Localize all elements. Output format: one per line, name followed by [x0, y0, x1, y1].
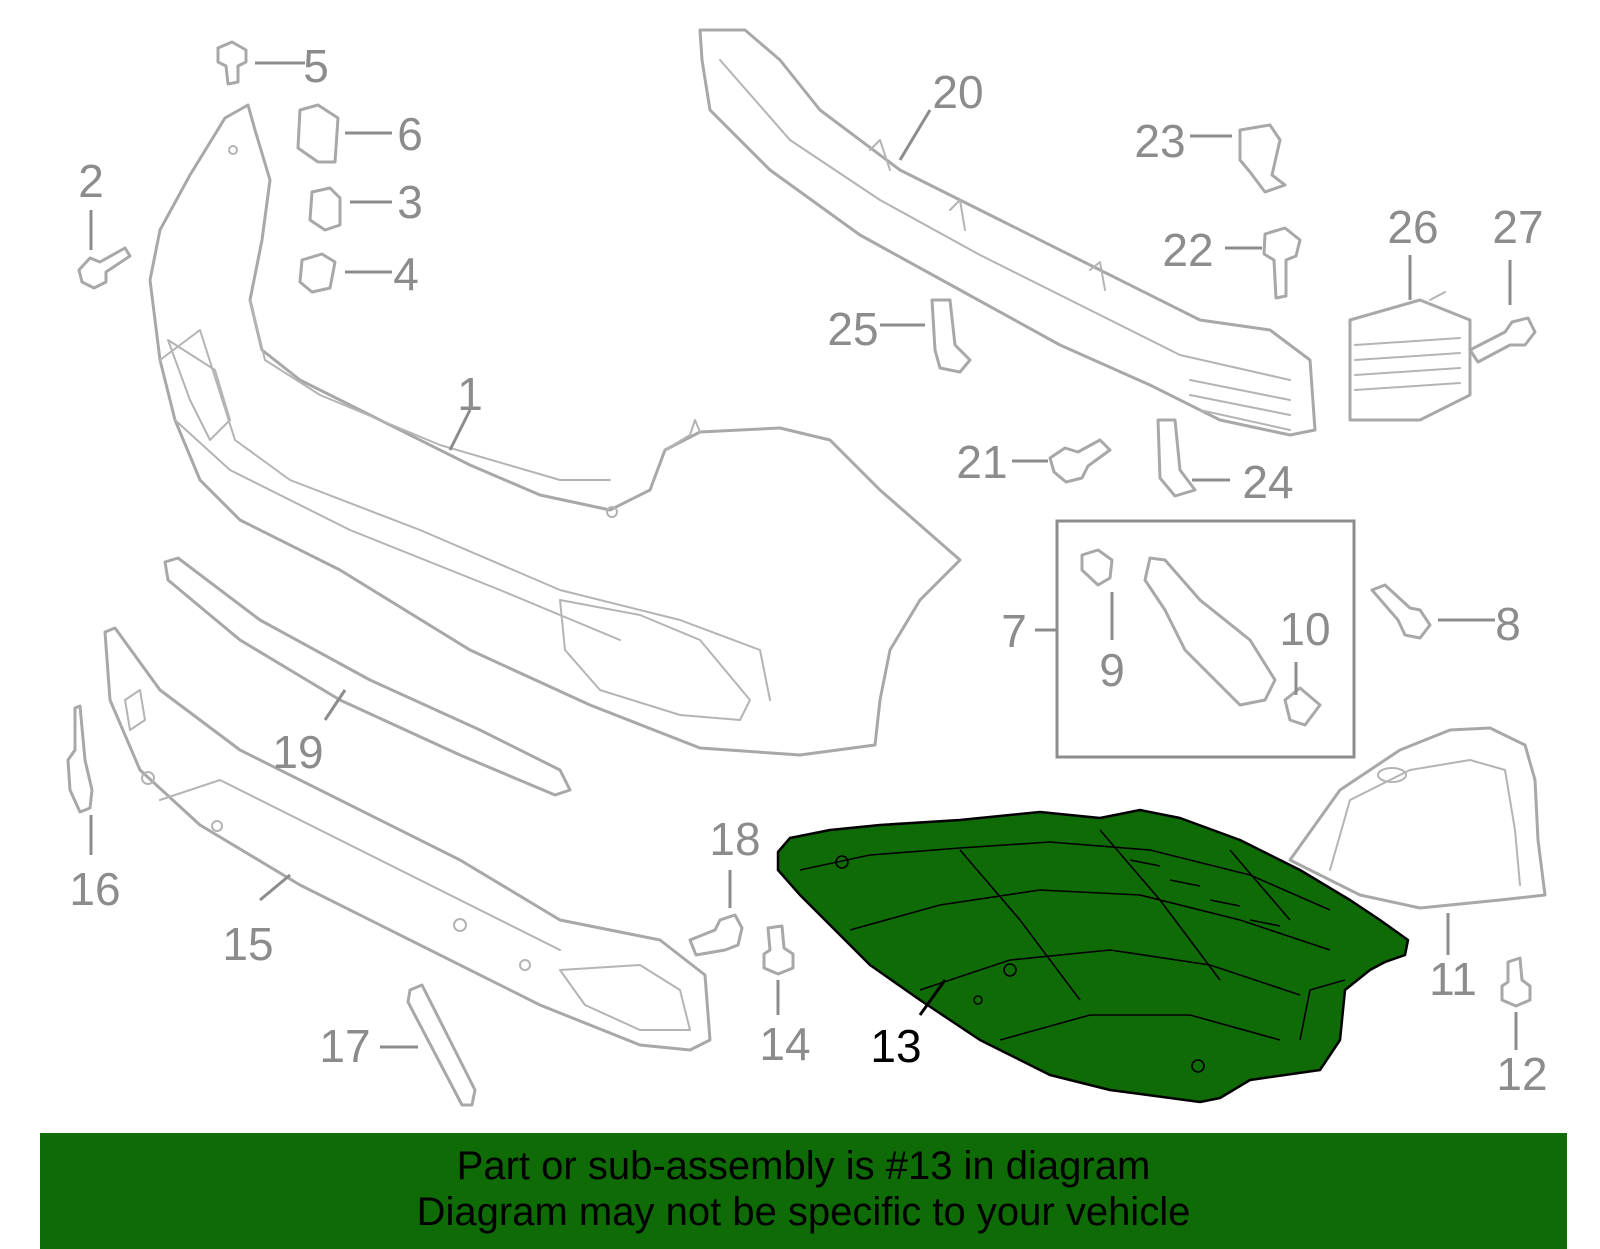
part-1-bumper-cover: [148, 103, 962, 757]
callout-13: 13: [870, 1020, 921, 1072]
leader-lines: [89, 61, 1518, 1050]
callout-17: 17: [319, 1020, 370, 1072]
callout-12: 12: [1496, 1048, 1547, 1100]
part-14-bolt: [762, 924, 795, 976]
callout-24: 24: [1242, 456, 1293, 508]
info-banner: Part or sub-assembly is #13 in diagram D…: [40, 1133, 1567, 1249]
callout-8: 8: [1495, 598, 1521, 650]
part-18-screw: [688, 913, 744, 957]
part-23-bracket: [1238, 123, 1287, 194]
part-16-reflector: [66, 704, 94, 814]
part-8-bolt: [1370, 583, 1432, 640]
part-15-lower-valance: [103, 626, 712, 1052]
part-4-nut: [298, 252, 337, 294]
callout-26: 26: [1387, 201, 1438, 253]
callout-3: 3: [397, 176, 423, 228]
callout-14: 14: [759, 1018, 810, 1070]
callout-22: 22: [1162, 224, 1213, 276]
part-11-splash-shield: [1288, 726, 1547, 910]
part-20-reinforcement-beam: [698, 28, 1317, 437]
callout-27: 27: [1492, 201, 1543, 253]
callout-19: 19: [272, 726, 323, 778]
callout-7: 7: [1001, 605, 1027, 657]
callout-20: 20: [932, 66, 983, 118]
callout-18: 18: [709, 813, 760, 865]
callout-4: 4: [393, 248, 419, 300]
part-2-bolt: [77, 246, 132, 290]
callout-23: 23: [1134, 115, 1185, 167]
part-19-molding: [163, 556, 572, 797]
callout-1: 1: [457, 368, 483, 420]
part-17-reflector: [406, 983, 477, 1107]
part-25-bracket: [930, 298, 972, 374]
banner-line-1: Part or sub-assembly is #13 in diagram: [456, 1144, 1151, 1188]
part-21-bolt: [1048, 438, 1112, 484]
callout-9: 9: [1099, 644, 1125, 696]
part-12-bolt: [1500, 956, 1532, 1008]
callout-15: 15: [222, 918, 273, 970]
callout-labels: 1 2 3 4 5 6 7 8 9 10 11 12 13 14 15 16 1…: [69, 40, 1547, 1100]
callout-10: 10: [1279, 603, 1330, 655]
part-7-group-box: [1055, 519, 1356, 759]
part-5-bolt: [216, 40, 248, 86]
callout-21: 21: [956, 436, 1007, 488]
callout-2: 2: [78, 155, 104, 207]
part-13-undercover: [776, 808, 1410, 1104]
callout-6: 6: [397, 108, 423, 160]
part-22-bolt: [1262, 226, 1302, 300]
part-3-nut: [308, 186, 342, 232]
callout-25: 25: [827, 303, 878, 355]
part-27-bolt: [1468, 316, 1537, 364]
callout-11: 11: [1429, 953, 1477, 1005]
part-6-clip: [296, 103, 340, 164]
part-26-absorber: [1348, 291, 1472, 422]
part-24-bracket: [1156, 418, 1197, 498]
callout-5: 5: [303, 40, 329, 92]
callout-16: 16: [69, 863, 120, 915]
banner-line-2: Diagram may not be specific to your vehi…: [416, 1190, 1191, 1234]
